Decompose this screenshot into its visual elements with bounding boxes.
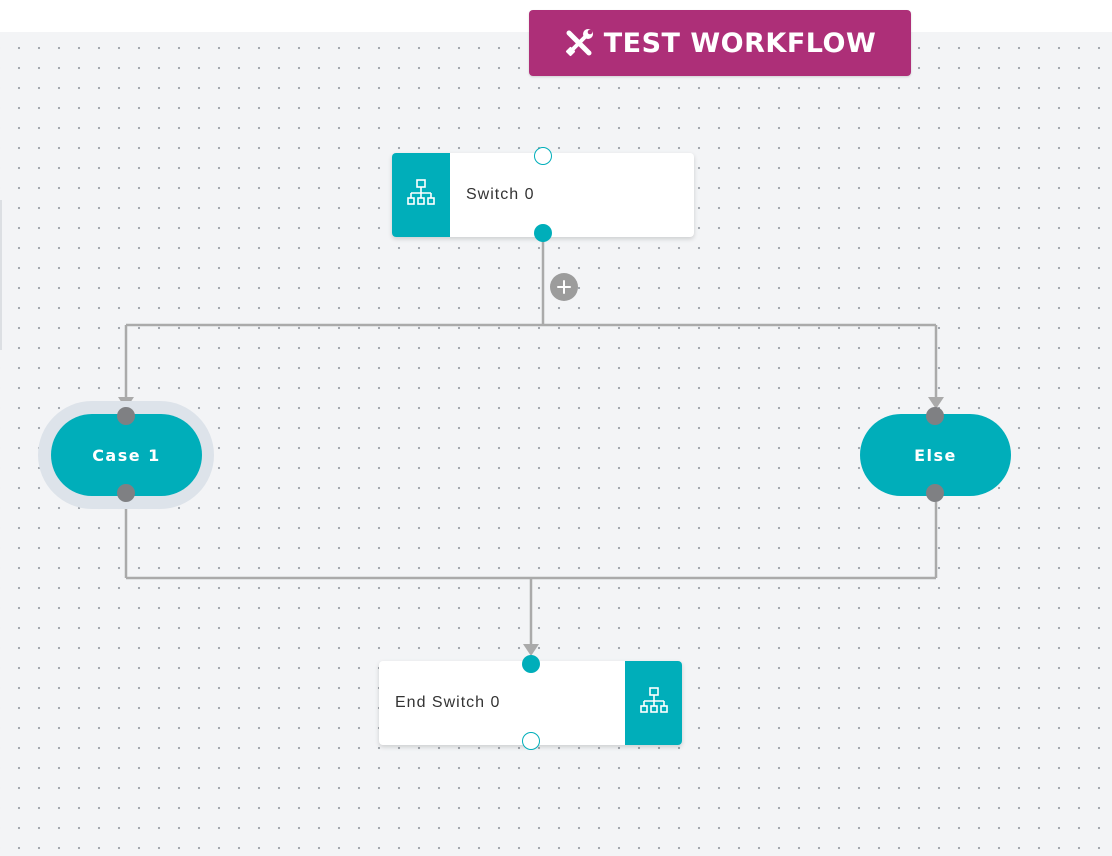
add-step-button[interactable] [550, 273, 578, 301]
sitemap-icon [405, 177, 437, 214]
end-switch-node-output-port[interactable] [522, 732, 540, 750]
case-1-output-port[interactable] [117, 484, 135, 502]
switch-node-title: Switch 0 [466, 186, 535, 203]
branch-else-label: Else [914, 445, 957, 465]
branch-case-1[interactable]: Case 1 [51, 414, 202, 496]
test-workflow-label: TEST WORKFLOW [603, 27, 877, 59]
else-input-port[interactable] [926, 407, 944, 425]
switch-node-icon-tile [392, 153, 450, 237]
end-switch-node[interactable]: End Switch 0 [379, 661, 682, 745]
branch-else[interactable]: Else [860, 414, 1011, 496]
end-switch-node-icon-tile [625, 661, 682, 745]
switch-node-output-port[interactable] [534, 224, 552, 242]
case-1-input-port[interactable] [117, 407, 135, 425]
test-workflow-button[interactable]: TEST WORKFLOW [529, 10, 911, 76]
else-output-port[interactable] [926, 484, 944, 502]
switch-node-input-port[interactable] [534, 147, 552, 165]
switch-node[interactable]: Switch 0 [392, 153, 694, 237]
end-switch-node-input-port[interactable] [522, 655, 540, 673]
canvas-edge-divider [0, 200, 2, 350]
sitemap-icon [638, 685, 670, 722]
end-switch-node-title: End Switch 0 [395, 694, 501, 711]
tools-icon [564, 28, 594, 58]
branch-case-1-label: Case 1 [92, 445, 161, 465]
